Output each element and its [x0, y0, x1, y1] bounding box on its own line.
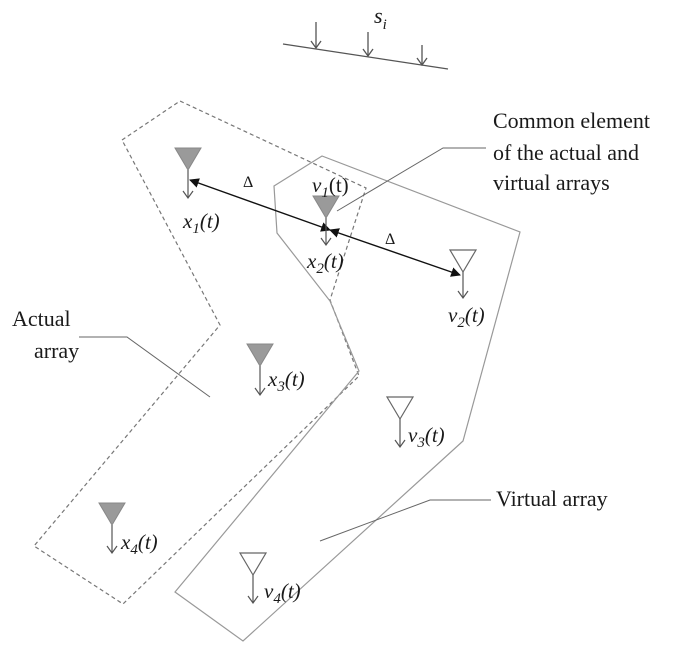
virtual-element-v4 — [238, 552, 268, 605]
label-x4: x4(t) — [120, 530, 158, 558]
virtual-array-outline — [174, 155, 521, 642]
source-label: si — [374, 3, 387, 33]
delta-label-2: Δ — [385, 231, 395, 248]
actual-element-x3 — [246, 343, 274, 397]
callout-lines — [79, 147, 491, 542]
actual-element-x1 — [174, 147, 202, 200]
actual-array-annotation-2: array — [34, 338, 79, 363]
common-element-annotation-3: virtual arrays — [493, 170, 610, 195]
label-v1: v1(t) — [312, 173, 349, 201]
incident-wavefront — [282, 22, 449, 70]
delta-label-1: Δ — [243, 174, 253, 191]
delta-arrow-1 — [189, 178, 331, 232]
actual-array-annotation-1: Actual — [12, 306, 71, 331]
common-element-annotation-1: Common element — [493, 108, 650, 133]
common-element-x2-v1 — [312, 195, 340, 247]
label-x2: x2(t) — [306, 249, 344, 277]
actual-array-outline — [33, 100, 367, 605]
virtual-element-v2 — [448, 249, 478, 300]
delta-arrow-2 — [329, 228, 461, 277]
label-v2: v2(t) — [448, 303, 485, 331]
virtual-array-annotation: Virtual array — [496, 486, 608, 511]
actual-element-x4 — [98, 502, 126, 555]
common-element-annotation-2: of the actual and — [493, 140, 639, 165]
virtual-element-v3 — [385, 396, 415, 449]
label-v3: v3(t) — [408, 423, 445, 451]
label-v4: v4(t) — [264, 579, 301, 607]
label-x3: x3(t) — [267, 367, 305, 395]
label-x1: x1(t) — [182, 209, 220, 237]
